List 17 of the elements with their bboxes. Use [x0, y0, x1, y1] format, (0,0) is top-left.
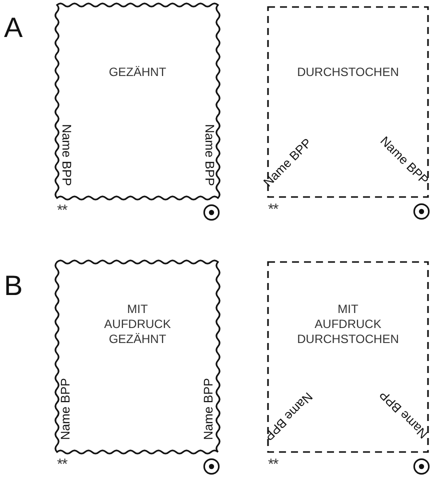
grade-mark: ** — [268, 203, 278, 217]
grade-mark: ** — [57, 458, 67, 472]
signature-position-label: Name BPP — [60, 124, 72, 186]
grade-mark: ** — [268, 458, 278, 472]
signature-position-label: Name BPP — [202, 124, 216, 186]
grade-mark: ** — [57, 204, 67, 218]
perforated-stamp-outline — [57, 262, 218, 452]
stamp-caption: MIT AUFDRUCK GEZÄHNT — [104, 302, 171, 347]
stamp-caption: MIT AUFDRUCK DURCHSTOCHEN — [297, 302, 399, 347]
signature-position-label: Name BPP — [202, 378, 216, 440]
stamp-caption: GEZÄHNT — [108, 65, 166, 80]
stamp-caption: DURCHSTOCHEN — [297, 65, 399, 80]
signature-position-label: Name BPP — [60, 378, 72, 440]
rouletted-stamp-outline — [268, 262, 428, 452]
perforated-stamp-outline — [57, 5, 218, 198]
panel-letter: B — [4, 272, 23, 300]
panel-letter: A — [4, 14, 23, 42]
